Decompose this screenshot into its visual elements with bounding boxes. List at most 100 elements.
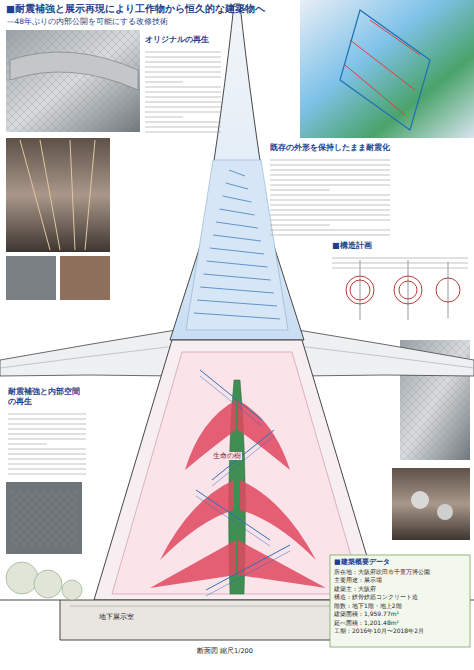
- drawing-part: [270, 175, 390, 176]
- drawing-part: [8, 419, 86, 420]
- drawing-part: [270, 190, 330, 191]
- drawing-part: [270, 195, 390, 196]
- drawing-part: [200, 376, 262, 426]
- drawing-part: [212, 430, 274, 480]
- drawing-part: [210, 248, 264, 254]
- drawing-part: [206, 545, 290, 590]
- table-row: 主要用途：展示場: [334, 576, 466, 584]
- drawing-part: [411, 491, 429, 509]
- drawing-part: [8, 429, 86, 430]
- drawing-part: [145, 87, 221, 88]
- drawing-part: [332, 258, 468, 259]
- panel-heading: ■構造計画: [332, 241, 468, 251]
- drawing-part: [6, 30, 140, 132]
- panel-heading: 既存の外形を保持したまま耐震化: [270, 143, 390, 153]
- drawing-part: [145, 97, 221, 98]
- table-row: 建築面積：1,959.77m²: [334, 610, 466, 618]
- drawing-part: [6, 138, 110, 252]
- drawing-part: [145, 77, 221, 78]
- drawing-part: [145, 67, 221, 68]
- subtitle: —48年ぶりの内部公開を可能にする改修技術: [6, 17, 169, 26]
- drawing-part: [270, 170, 390, 171]
- part-name: 生命の樹: [212, 452, 242, 460]
- table-row: 延べ面積：1,201.48m²: [334, 619, 466, 627]
- drawing-part: [340, 10, 430, 130]
- drawing-part: [8, 459, 86, 460]
- drawing-part: [60, 256, 110, 300]
- drawing-part: [270, 230, 390, 231]
- drawing-part: [145, 107, 221, 108]
- drawing-part: [20, 140, 95, 250]
- drawing-part: [145, 102, 221, 103]
- drawing-part: [346, 276, 460, 304]
- drawing-part: [332, 268, 468, 269]
- drawing-part: [200, 287, 274, 293]
- drawing-part: [270, 165, 390, 166]
- drawing-part: [223, 196, 252, 202]
- drawing-part: [213, 235, 261, 241]
- drawing-part: [6, 30, 140, 132]
- drawing-part: [437, 504, 453, 520]
- table-row: 工期：2016年10月〜2018年2月: [334, 627, 466, 635]
- drawing-part: [206, 551, 290, 596]
- drawing-part: [203, 274, 270, 280]
- drawing-part: [270, 235, 390, 236]
- drawing-part: [145, 132, 221, 133]
- drawing-part: [300, 0, 474, 138]
- drawing-part: [196, 490, 270, 540]
- drawing-part: [238, 400, 290, 470]
- drawing-part: [145, 92, 221, 93]
- drawing-part: [226, 183, 248, 189]
- drawing-part: [8, 434, 86, 435]
- drawing-part: [8, 439, 86, 440]
- drawing-part: [145, 127, 221, 128]
- drawing-part: [145, 112, 221, 113]
- drawing-part: [6, 562, 38, 594]
- drawing-part: [6, 482, 82, 554]
- drawing-part: [145, 72, 221, 73]
- panel-heading: 耐震補強と内部空間の再生: [8, 387, 86, 407]
- drawing-part: [150, 400, 326, 588]
- drawing-part: [270, 205, 390, 206]
- drawing-part: [238, 540, 326, 588]
- drawing-part: [270, 185, 390, 186]
- table-row: 建築主：大阪府: [334, 585, 466, 593]
- drawing-part: [229, 170, 245, 176]
- drawing-part: [145, 117, 183, 118]
- drawing-part: [360, 260, 448, 320]
- page-title: ■耐震補強と展示再現により工作物から恒久的な建築物へ: [6, 3, 265, 14]
- drawing-part: [8, 414, 86, 415]
- drawing-part: [145, 57, 221, 58]
- drawing-part: [194, 313, 280, 319]
- data-table: ■建築概要データ所在地：大阪府吹田市千里万博公園主要用途：展示場建築主：大阪府構…: [330, 555, 470, 647]
- drawing-part: [8, 454, 86, 455]
- table-row: 所在地：大阪府吹田市千里万博公園: [334, 568, 466, 576]
- drawing-part: [10, 52, 138, 90]
- drawing-part: [270, 160, 390, 161]
- drawing-part: [112, 352, 362, 594]
- drawing-part: [0, 330, 176, 376]
- drawing-part: [145, 122, 221, 123]
- drawing-part: [145, 52, 221, 53]
- panel-heading: オリジナルの再生: [145, 35, 221, 45]
- drawing-scale: 断面図 縮尺1/200: [196, 648, 254, 656]
- drawing-part: [270, 180, 390, 181]
- drawing-part: [270, 200, 390, 201]
- drawing-part: [10, 490, 78, 546]
- drawing-part: [194, 170, 290, 596]
- drawing-part: [197, 300, 277, 306]
- drawing-part: [392, 468, 470, 540]
- panel-heading: ■建築概要データ: [334, 558, 466, 567]
- drawing-part: [8, 469, 86, 470]
- drawing-part: [8, 464, 86, 465]
- drawing-part: [62, 580, 82, 600]
- drawing-part: [6, 256, 56, 300]
- drawing-part: [145, 62, 221, 63]
- drawing-part: [345, 20, 420, 115]
- drawing-part: [270, 215, 390, 216]
- drawing-part: [145, 82, 183, 83]
- text-panel: ■構造計画: [330, 240, 470, 326]
- drawing-part: [8, 474, 86, 475]
- drawing-part: [212, 436, 274, 486]
- drawing-part: [200, 370, 262, 420]
